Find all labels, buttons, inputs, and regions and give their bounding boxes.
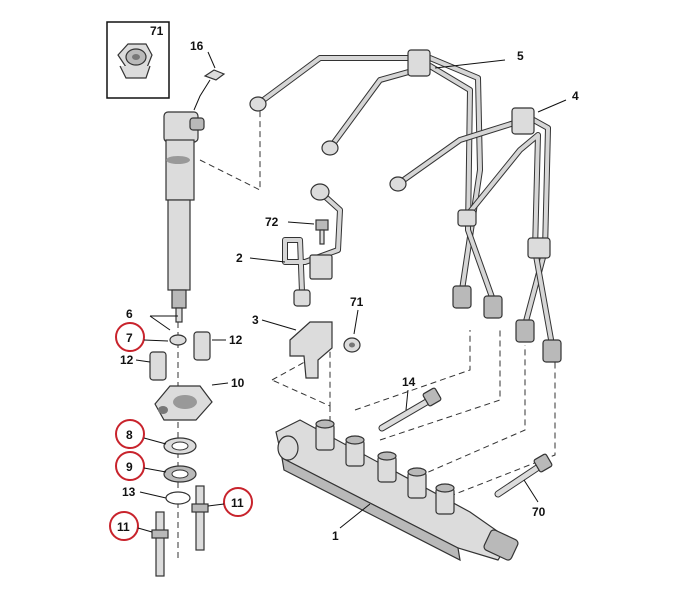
- stud-11-right: 11: [191, 485, 253, 551]
- nut-71: 71: [343, 295, 364, 353]
- label-11-left: 11: [117, 520, 130, 534]
- label-6: 6: [126, 307, 133, 321]
- fuel-pipes-4: 4: [389, 89, 579, 348]
- stud-11-left: 11: [109, 511, 169, 577]
- label-12-right: 12: [229, 333, 243, 347]
- seal-8: 8: [115, 419, 197, 455]
- label-1: 1: [332, 529, 339, 543]
- seal-9: 9: [115, 451, 197, 483]
- label-4: 4: [572, 89, 579, 103]
- nut-71-inset-icon: [117, 43, 153, 79]
- fuel-pipes-5: 5: [249, 49, 524, 303]
- label-8: 8: [126, 428, 133, 442]
- label-5: 5: [517, 49, 524, 63]
- label-2: 2: [236, 251, 243, 265]
- return-pipe-2: 2: [236, 183, 343, 307]
- highlight-ring-7: [115, 322, 145, 352]
- inset-box-71: 71: [106, 21, 170, 99]
- label-10: 10: [231, 376, 245, 390]
- highlight-ring-8: [115, 419, 145, 449]
- label-71: 71: [350, 295, 364, 309]
- label-7: 7: [126, 331, 133, 345]
- label-13: 13: [122, 485, 136, 499]
- label-11-right: 11: [231, 496, 244, 510]
- washer-13: 13: [122, 485, 191, 505]
- label-3: 3: [252, 313, 259, 327]
- assembly-dash-lines: [177, 110, 556, 560]
- highlight-ring-9: [115, 451, 145, 481]
- clamp-10: 10: [154, 376, 245, 421]
- pipe-end-nuts: [452, 285, 562, 363]
- label-72: 72: [265, 215, 279, 229]
- injector-6: [163, 111, 205, 323]
- label-9: 9: [126, 460, 133, 474]
- common-rail-1: 1: [275, 419, 519, 562]
- clip-16: 16: [190, 39, 226, 111]
- bolt-72: 72: [265, 215, 329, 245]
- label-16: 16: [190, 39, 204, 53]
- bolt-14: 14: [378, 375, 442, 432]
- label-70: 70: [532, 505, 546, 519]
- bracket-3: 3: [252, 313, 333, 379]
- label-71-inset: 71: [150, 24, 164, 38]
- highlight-ring-11-right: [223, 487, 253, 517]
- label-12-left: 12: [120, 353, 134, 367]
- highlight-ring-11-left: [109, 511, 139, 541]
- sleeve-12-left: 12: [120, 351, 167, 381]
- sleeve-12-right: 12: [193, 331, 243, 361]
- bolt-70: 70: [494, 453, 553, 519]
- washer-7-group: 6 7: [115, 307, 187, 352]
- label-14: 14: [402, 375, 416, 389]
